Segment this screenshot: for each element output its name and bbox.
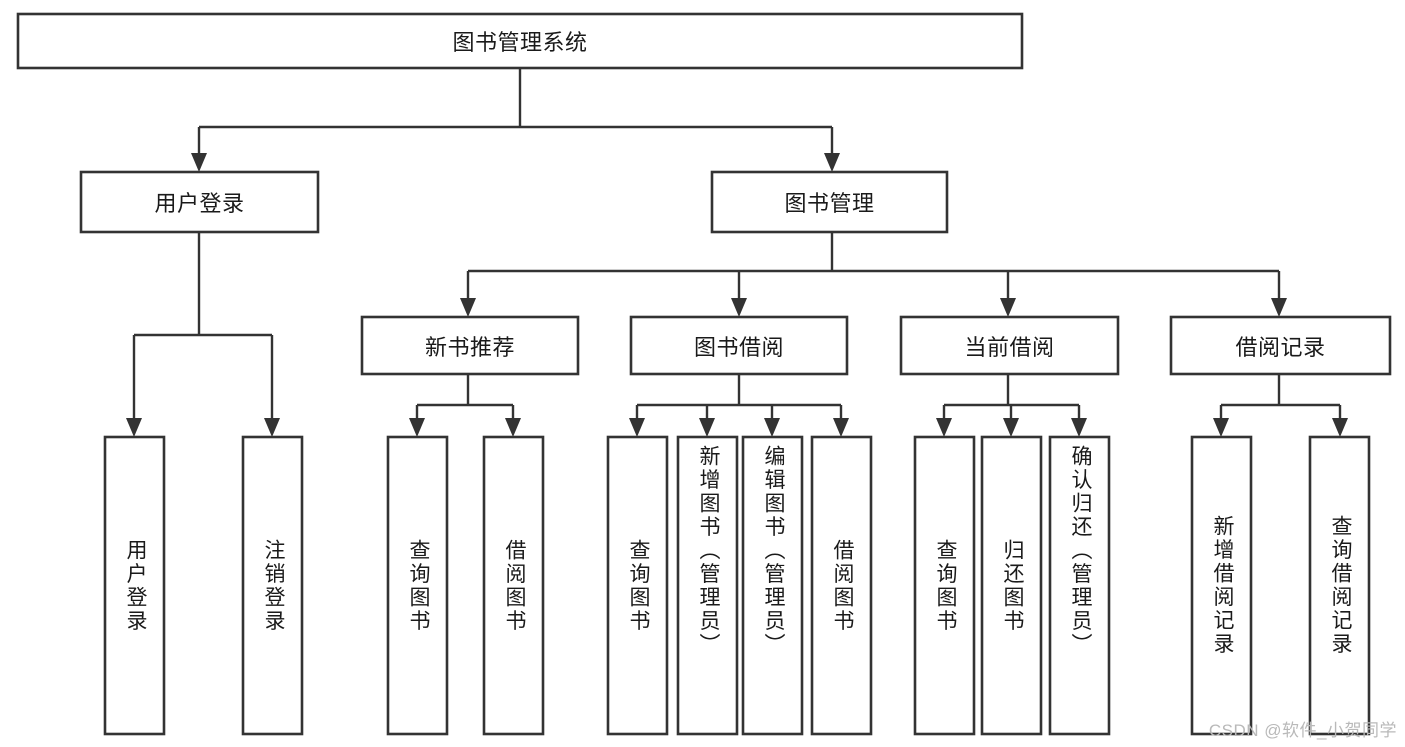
arrowhead-borrow-record [1271, 298, 1287, 317]
arrowhead-current-borrow-c3 [1071, 418, 1087, 437]
node-box-leaf-current-borrow-0[interactable] [913, 435, 976, 736]
arrowhead-user-login [191, 153, 207, 172]
arrowhead-book-mgmt [824, 153, 840, 172]
node-box-user-login[interactable] [79, 170, 320, 234]
node-box-leaf-user-login-0[interactable] [103, 435, 166, 736]
connector-group-book-borrow-children [629, 374, 849, 437]
node-box-leaf-book-borrow-1[interactable] [676, 435, 739, 736]
arrowhead-new-book-c1 [409, 418, 425, 437]
arrowhead-new-book-c2 [505, 418, 521, 437]
connector-group-current-borrow-children [936, 374, 1087, 437]
node-box-leaf-book-borrow-0[interactable] [606, 435, 669, 736]
node-box-leaf-user-login-1[interactable] [241, 435, 304, 736]
arrowhead-book-borrow-c1 [629, 418, 645, 437]
arrowhead-user-login-c1 [126, 418, 142, 437]
node-box-leaf-borrow-record-0[interactable] [1190, 435, 1253, 736]
node-box-leaf-borrow-record-1[interactable] [1308, 435, 1371, 736]
arrowhead-book-borrow-c3 [764, 418, 780, 437]
connector-group-borrow-record-children [1213, 374, 1348, 437]
connector-group-book-mgmt-children [460, 232, 1287, 317]
node-box-current-borrow[interactable] [899, 315, 1120, 376]
node-box-leaf-new-book-0[interactable] [386, 435, 449, 736]
connector-group-new-book-children [409, 374, 521, 437]
arrowhead-book-borrow [731, 298, 747, 317]
node-box-leaf-book-borrow-3[interactable] [810, 435, 873, 736]
arrowhead-user-login-c2 [264, 418, 280, 437]
node-box-root[interactable] [16, 12, 1024, 70]
arrowhead-new-book [460, 298, 476, 317]
node-box-book-management[interactable] [710, 170, 949, 234]
connector-group-root-to-level2 [191, 68, 840, 172]
node-box-book-borrow[interactable] [629, 315, 849, 376]
node-box-new-book-recommend[interactable] [360, 315, 580, 376]
node-box-leaf-current-borrow-2[interactable] [1048, 435, 1111, 736]
watermark-text: CSDN @软件_小贺同学 [1208, 721, 1397, 740]
arrowhead-book-borrow-c2 [699, 418, 715, 437]
arrowhead-current-borrow [1000, 298, 1016, 317]
arrowhead-current-borrow-c2 [1003, 418, 1019, 437]
connector-group-user-login-children [126, 232, 280, 437]
node-box-leaf-book-borrow-2[interactable] [741, 435, 804, 736]
node-box-leaf-new-book-1[interactable] [482, 435, 545, 736]
arrowhead-current-borrow-c1 [936, 418, 952, 437]
node-box-borrow-record[interactable] [1169, 315, 1392, 376]
node-box-leaf-current-borrow-1[interactable] [980, 435, 1043, 736]
arrowhead-book-borrow-c4 [833, 418, 849, 437]
arrowhead-borrow-record-c2 [1332, 418, 1348, 437]
arrowhead-borrow-record-c1 [1213, 418, 1229, 437]
